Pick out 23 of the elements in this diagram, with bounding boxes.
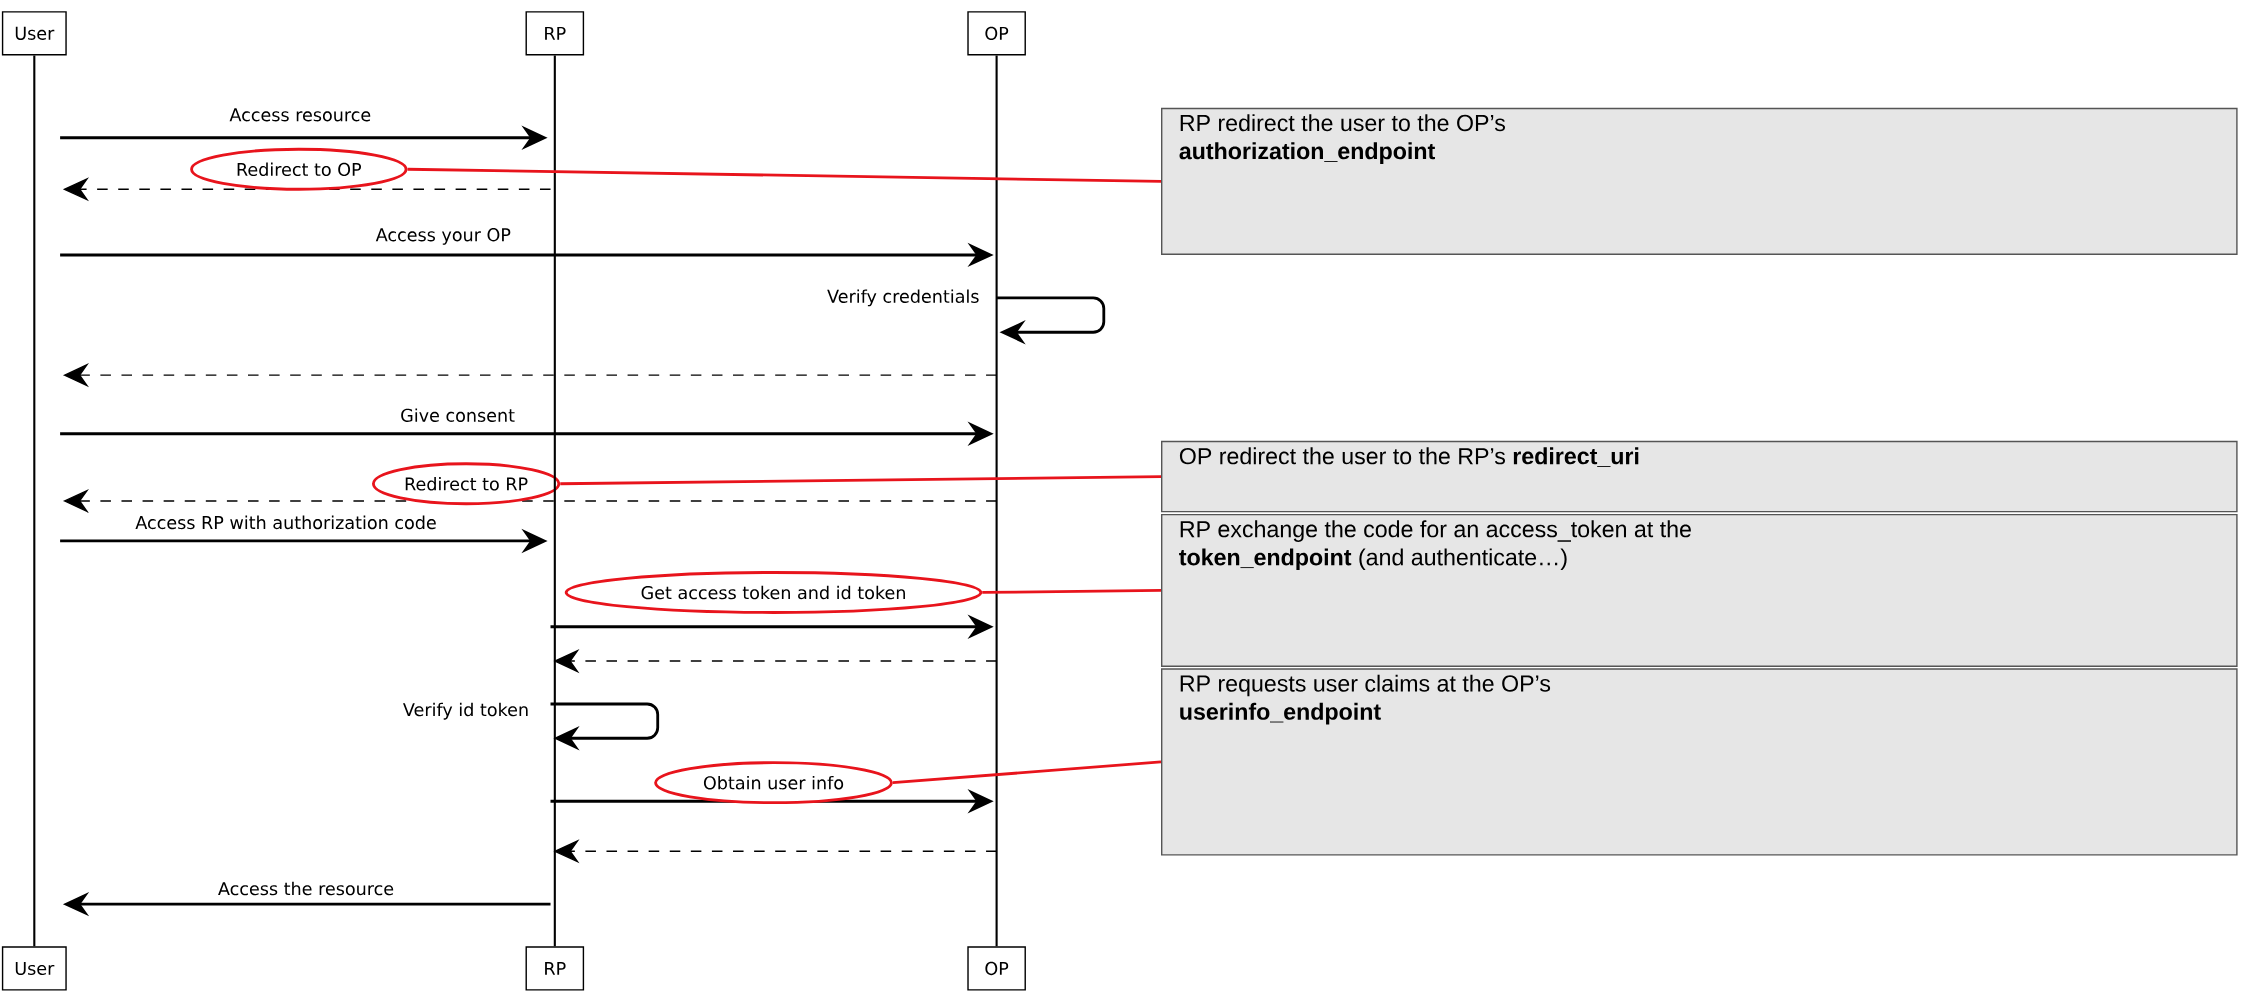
leader-line	[560, 475, 1162, 486]
callout-box: RP requests user claims at the OP’s userinfo_endpoint	[1161, 668, 2238, 856]
participant-box: User	[1, 946, 67, 991]
participant-box: OP	[967, 946, 1026, 991]
participant-box: RP	[525, 946, 585, 991]
leader-line	[892, 760, 1162, 785]
message-label: Access RP with authorization code	[131, 512, 441, 533]
message-label: Verify credentials	[827, 289, 979, 307]
message-label: Access your OP	[372, 224, 515, 249]
callout-box: OP redirect the user to the RP’s redirect_uri	[1161, 440, 2238, 513]
participant-box: User	[1, 11, 67, 56]
message-label: Access the resource	[214, 878, 398, 899]
leader-line	[407, 167, 1162, 183]
lifeline	[33, 55, 36, 947]
message-label: Give consent	[396, 404, 519, 426]
message-label: Access resource	[225, 104, 375, 125]
message-label: Verify id token	[403, 702, 528, 720]
lifeline	[995, 55, 998, 947]
lifeline	[553, 55, 556, 947]
participant-box: OP	[967, 11, 1026, 56]
participant-box: RP	[525, 11, 585, 56]
callout-box: RP redirect the user to the OP’s authorization_endpoint	[1161, 107, 2238, 255]
leader-line	[982, 589, 1162, 594]
